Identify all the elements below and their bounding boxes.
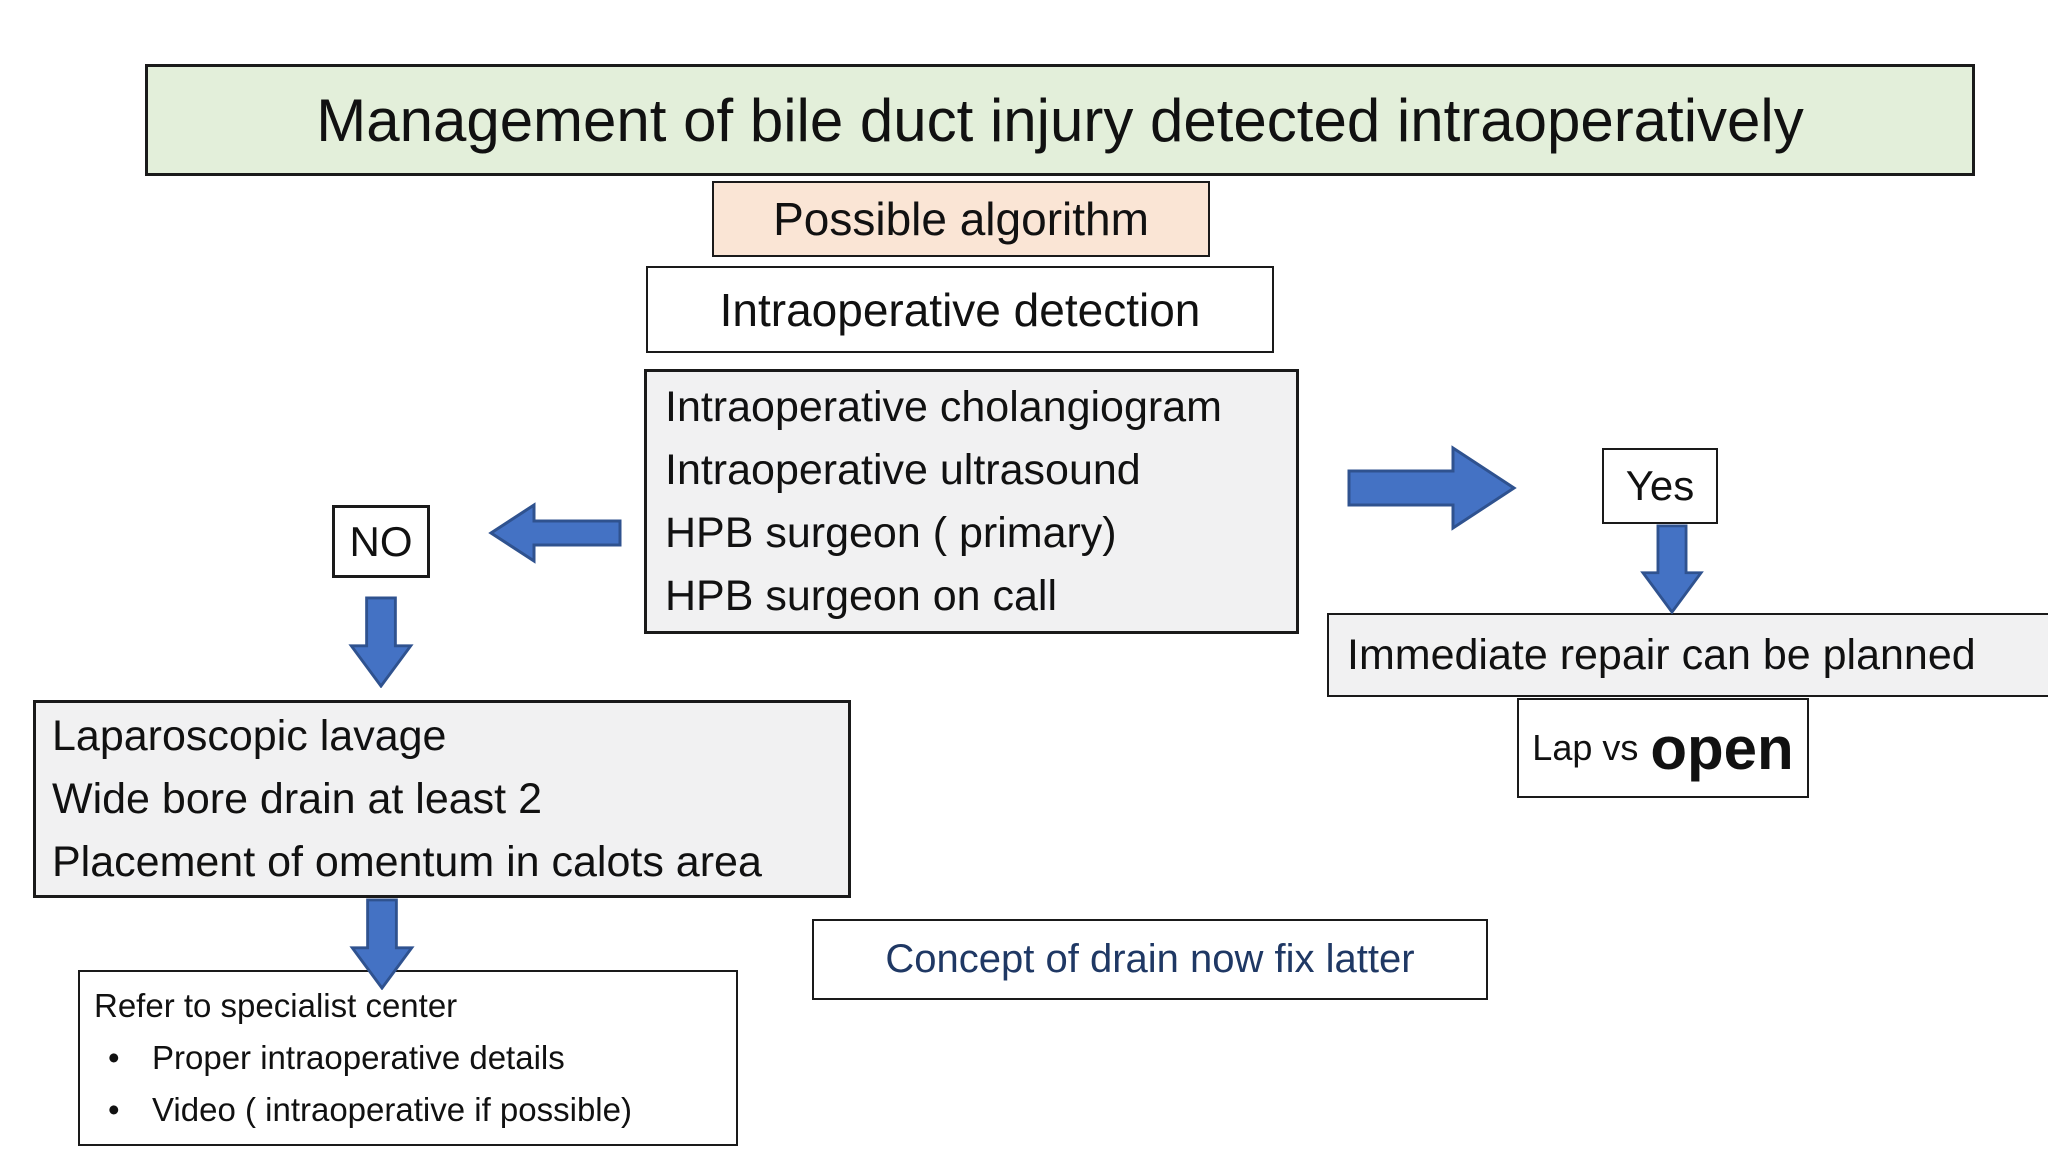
immediate-repair-text: Immediate repair can be planned [1347,630,1976,679]
bullet-icon: • [108,1039,120,1076]
arrow-down-icon [348,596,414,688]
assessment-line: HPB surgeon on call [665,571,1057,620]
refer-bullet-item: • Video ( intraoperative if possible) [94,1084,632,1136]
arrow-down-icon [1640,524,1704,614]
refer-bullet-text: Video ( intraoperative if possible) [152,1091,632,1128]
lavage-actions-box: Laparoscopic lavage Wide bore drain at l… [33,700,851,898]
lavage-line: Placement of omentum in calots area [52,837,762,886]
branch-no-box: NO [332,505,430,578]
assessment-options-box: Intraoperative cholangiogram Intraoperat… [644,369,1299,634]
branch-yes-box: Yes [1602,448,1718,524]
arrow-right-icon [1347,445,1517,531]
refer-bullet-text: Proper intraoperative details [152,1039,565,1076]
lavage-line: Wide bore drain at least 2 [52,774,542,823]
page-title: Management of bile duct injury detected … [145,64,1975,176]
open-text: open [1650,714,1794,782]
immediate-repair-box: Immediate repair can be planned [1327,613,2048,697]
intraoperative-detection-text: Intraoperative detection [719,283,1201,336]
refer-specialist-box: Refer to specialist center • Proper intr… [78,970,738,1146]
branch-yes-text: Yes [1625,462,1695,509]
arrow-left-icon [488,502,622,564]
concept-note-text: Concept of drain now fix latter [885,937,1415,981]
bullet-icon: • [108,1091,120,1128]
intraoperative-detection-box: Intraoperative detection [646,266,1274,353]
page-title-text: Management of bile duct injury detected … [316,86,1804,154]
branch-no-text: NO [349,517,413,565]
arrow-down-icon [349,898,415,990]
lavage-line: Laparoscopic lavage [52,711,447,760]
assessment-line: Intraoperative cholangiogram [665,382,1222,431]
assessment-line: Intraoperative ultrasound [665,445,1141,494]
subtitle-box: Possible algorithm [712,181,1210,257]
subtitle-text: Possible algorithm [773,193,1149,245]
concept-note-box: Concept of drain now fix latter [812,919,1488,1000]
assessment-line: HPB surgeon ( primary) [665,508,1117,557]
lap-vs-open-box: Lap vs open [1517,698,1809,798]
refer-bullet-item: • Proper intraoperative details [94,1032,565,1084]
refer-heading: Refer to specialist center [94,987,458,1024]
lap-vs-text: Lap vs [1532,727,1639,768]
